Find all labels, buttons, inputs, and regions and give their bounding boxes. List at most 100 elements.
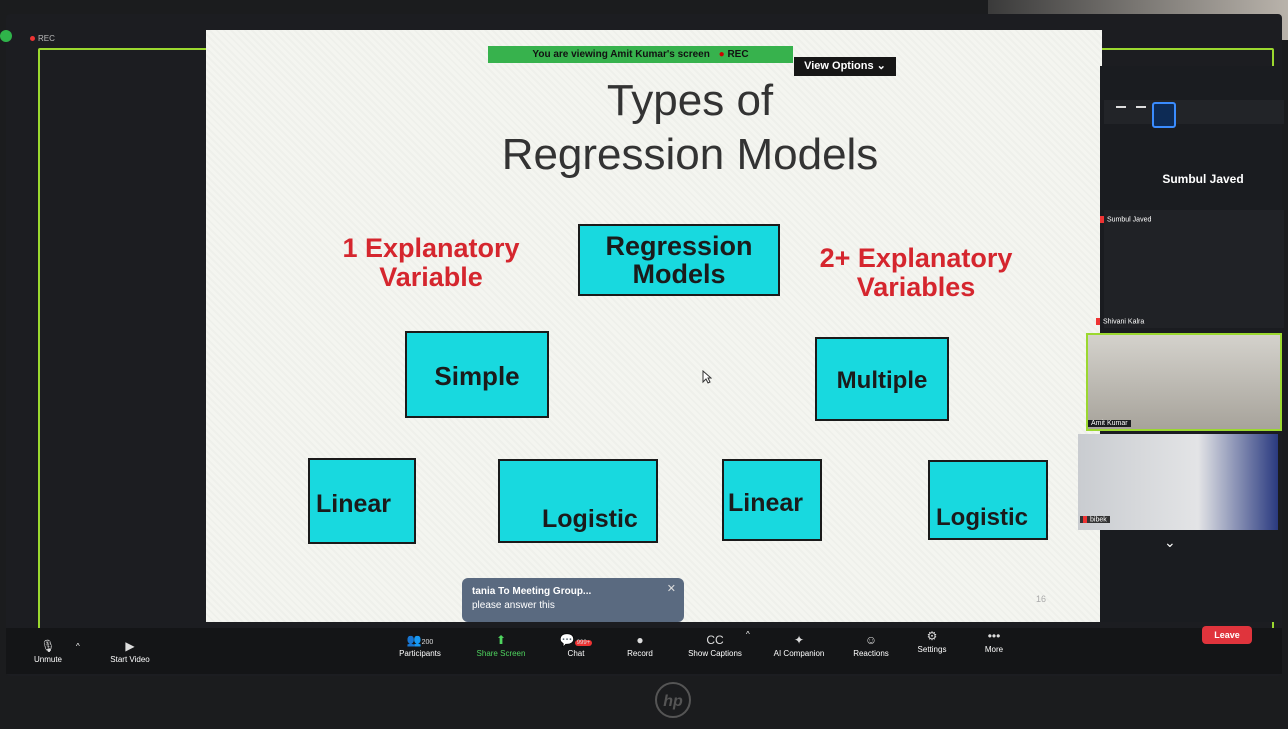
slide-title-line2: Regression Models	[501, 130, 879, 179]
chat-button[interactable]: 💬999+ Chat	[556, 634, 596, 658]
active-speaker-name: Sumbul Javed	[1162, 172, 1244, 186]
participant-tile[interactable]	[1104, 232, 1284, 328]
slide-page-number: 16	[1036, 594, 1047, 604]
record-label: Record	[627, 649, 653, 658]
chevron-up-icon: ^	[746, 630, 750, 639]
node-simple: Simple	[405, 331, 549, 418]
node-multiple-logistic: Logistic	[928, 460, 1048, 540]
share-screen-label: Share Screen	[476, 649, 526, 658]
leave-button[interactable]: Leave	[1202, 626, 1252, 644]
node-regression-models: Regression Models	[578, 224, 780, 296]
start-video-label: Start Video	[110, 655, 150, 664]
banner-rec-label: REC	[727, 49, 749, 60]
right-label-line2: Variables	[856, 272, 976, 302]
participant-tile[interactable]	[1104, 210, 1284, 232]
toast-message: please answer this	[472, 600, 555, 611]
settings-button[interactable]: ⚙Settings	[910, 630, 954, 654]
unmute-button[interactable]: 🎙 Unmute	[26, 640, 70, 664]
node-root-text: Regression Models	[580, 232, 778, 288]
hp-logo-icon: hp	[655, 682, 691, 718]
more-button[interactable]: ••• More	[974, 630, 1014, 654]
node-multiple: Multiple	[815, 337, 949, 421]
people-icon: 👥200	[406, 633, 434, 647]
record-icon: ●	[636, 633, 644, 647]
muted-mic-icon	[1100, 216, 1104, 223]
close-icon[interactable]: ✕	[666, 583, 676, 595]
leaf-text: Logistic	[542, 505, 638, 533]
chevron-up-icon: ^	[76, 642, 80, 651]
sparkle-icon: ✦	[793, 633, 805, 647]
mic-muted-icon: 🎙	[40, 639, 56, 653]
root-line2: Models	[632, 259, 726, 289]
tile-name: Sumbul Javed	[1107, 216, 1152, 224]
record-dot-icon	[30, 36, 35, 42]
leaf-text: Linear	[316, 490, 392, 518]
leaf-text: Linear	[728, 489, 804, 517]
ai-companion-label: AI Companion	[773, 649, 825, 658]
chevron-down-icon[interactable]: ⌄	[1164, 534, 1176, 550]
panel-header	[1104, 100, 1284, 124]
view-options-label: View Options	[804, 60, 874, 72]
more-label: More	[984, 645, 1004, 654]
left-explanatory-label: 1 Explanatory Variable	[318, 234, 544, 292]
reactions-label: Reactions	[853, 649, 889, 658]
emoji-icon: ☺	[864, 633, 878, 647]
record-button[interactable]: ● Record	[620, 634, 660, 658]
audio-options-chevron[interactable]: ^	[76, 642, 80, 651]
root-line1: Regression	[605, 231, 753, 261]
tile-name: bibek	[1090, 516, 1107, 524]
captions-options-chevron[interactable]: ^	[746, 630, 750, 639]
viewing-banner: You are viewing Amit Kumar's screen ● RE…	[488, 46, 793, 63]
participant-name-label: Shivani Kalra	[1096, 318, 1144, 325]
chat-notification-toast[interactable]: tania To Meeting Group... please answer …	[462, 578, 684, 622]
start-video-button[interactable]: ▶ Start Video	[100, 640, 160, 664]
leaf-text: Logistic	[936, 504, 1029, 531]
minimize-icon[interactable]	[1116, 106, 1126, 108]
ai-companion-button[interactable]: ✦ AI Companion	[764, 634, 834, 658]
participant-name-label: Amit Kumar	[1088, 420, 1131, 427]
more-dots-icon: •••	[987, 629, 1001, 643]
chat-icon: 💬999+	[559, 633, 593, 647]
slide-title-line1: Types of	[606, 76, 774, 125]
share-screen-button[interactable]: ⬆ Share Screen	[466, 634, 536, 658]
toast-sender: tania To Meeting Group...	[472, 586, 592, 597]
participant-video-tile[interactable]	[1086, 333, 1282, 431]
left-label-line2: Variable	[379, 262, 483, 292]
participant-name-label: bibek	[1080, 516, 1110, 524]
recording-label: REC	[38, 34, 55, 43]
viewing-text: You are viewing Amit Kumar's screen	[532, 49, 710, 60]
tile-name: Shivani Kalra	[1103, 318, 1145, 326]
participants-count: 200	[421, 639, 434, 646]
captions-icon: CC	[706, 633, 724, 647]
show-captions-label: Show Captions	[688, 649, 742, 658]
show-captions-button[interactable]: CC Show Captions	[680, 634, 750, 658]
rec-dot-icon: ●	[718, 49, 725, 60]
gallery-view-icon[interactable]	[1152, 102, 1176, 128]
right-explanatory-label: 2+ Explanatory Variables	[800, 244, 1032, 302]
view-options-button[interactable]: View Options ⌄	[794, 57, 896, 76]
share-screen-icon: ⬆	[495, 633, 507, 647]
unmute-label: Unmute	[33, 655, 62, 664]
left-label-line1: 1 Explanatory	[342, 233, 520, 263]
chat-label: Chat	[567, 649, 585, 658]
mouse-pointer-icon	[702, 370, 712, 384]
chat-badge: 999+	[574, 640, 593, 646]
meeting-toolbar	[6, 628, 1282, 674]
security-shield-icon[interactable]	[0, 30, 12, 42]
video-off-icon: ▶	[125, 639, 135, 653]
participant-name-label: Sumbul Javed	[1100, 216, 1151, 223]
view-toggle-icon[interactable]	[1136, 106, 1146, 108]
chevron-down-icon: ⌄	[876, 60, 886, 72]
node-multiple-text: Multiple	[836, 367, 928, 394]
node-multiple-linear: Linear	[722, 459, 822, 541]
node-simple-linear: Linear	[308, 458, 416, 544]
muted-mic-icon	[1096, 318, 1100, 325]
participants-label: Participants	[399, 649, 441, 658]
reactions-button[interactable]: ☺ Reactions	[846, 634, 896, 658]
recording-indicator: REC	[30, 34, 55, 43]
slide-title: Types of Regression Models	[420, 74, 960, 182]
participant-video-tile[interactable]	[1078, 434, 1278, 530]
muted-mic-icon	[1083, 516, 1087, 523]
right-label-line1: 2+ Explanatory	[819, 243, 1013, 273]
